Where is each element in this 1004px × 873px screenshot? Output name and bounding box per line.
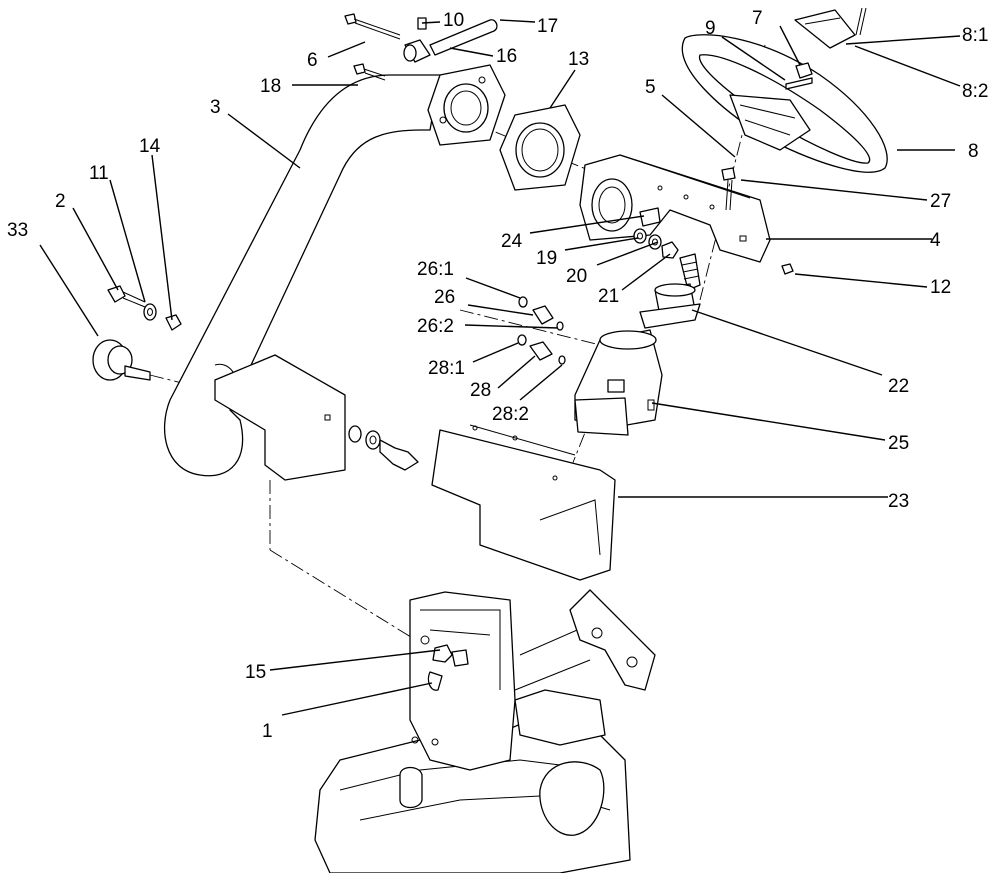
callout-8-1: 8:1	[962, 25, 988, 46]
hex-nut-15	[432, 644, 469, 667]
callout-26-1: 26:1	[417, 259, 454, 280]
cap-8-2	[794, 9, 856, 49]
callout-19: 19	[536, 248, 557, 269]
steering-wheel-8	[681, 34, 888, 173]
washer-11	[143, 303, 157, 321]
set-screw-10	[417, 17, 427, 30]
cover-23	[431, 424, 616, 581]
callout-5: 5	[645, 77, 656, 98]
callout-21: 21	[598, 286, 619, 307]
steering-bracket-4	[579, 154, 771, 263]
mount-plate-lower	[214, 354, 346, 481]
bushing-16	[403, 39, 431, 63]
nut-7	[795, 62, 813, 79]
washer-19	[633, 228, 647, 244]
callout-10: 10	[443, 10, 464, 31]
callout-26: 26	[434, 287, 455, 308]
callout-22: 22	[888, 376, 909, 397]
leader-lines	[39, 19, 961, 716]
nut-12	[781, 263, 794, 275]
callout-2: 2	[55, 191, 66, 212]
callout-33: 33	[7, 220, 28, 241]
callout-28-1: 28:1	[428, 358, 465, 379]
steering-valve-25	[574, 329, 663, 436]
bolt-2	[107, 285, 146, 308]
callout-4: 4	[930, 230, 941, 251]
callout-labels: 1 2 3 4 5 6 7 8 8:1 8:2 9 10 11 12 13 14…	[7, 8, 988, 742]
frame-assembly	[314, 589, 656, 873]
callout-12: 12	[930, 277, 951, 298]
callout-16: 16	[496, 46, 517, 67]
callout-3: 3	[210, 97, 221, 118]
callout-28: 28	[470, 380, 491, 401]
callout-13: 13	[568, 49, 589, 70]
callout-7: 7	[752, 8, 763, 29]
o-ring-26-2	[556, 321, 564, 331]
callout-9: 9	[705, 18, 716, 39]
flange-plate-13	[499, 104, 581, 191]
callout-14: 14	[139, 136, 161, 157]
callout-11: 11	[89, 163, 109, 184]
lower-washers-bolt	[348, 425, 419, 471]
bolt-18	[353, 63, 386, 81]
bolt-6	[344, 13, 401, 40]
callout-18: 18	[260, 76, 281, 97]
washer-20	[648, 234, 662, 250]
o-ring-28-2	[558, 355, 566, 365]
callout-6: 6	[307, 50, 318, 71]
fitting-28	[529, 341, 553, 361]
pin-17	[429, 19, 498, 56]
callout-27: 27	[930, 191, 951, 212]
bracket-flange	[427, 64, 506, 146]
knob-33	[92, 339, 151, 381]
washer-9	[785, 77, 813, 90]
switch-24	[639, 207, 661, 227]
o-ring-26-1	[518, 296, 528, 308]
callout-8-2: 8:2	[962, 81, 988, 102]
o-ring-28-1	[517, 334, 527, 346]
callout-25: 25	[888, 433, 909, 454]
steering-shaft-22	[639, 253, 701, 329]
callout-26-2: 26:2	[417, 316, 454, 337]
fitting-26	[532, 305, 554, 325]
callout-20: 20	[566, 266, 587, 287]
cotter-pin-1	[427, 671, 443, 691]
callout-1: 1	[262, 721, 273, 742]
callout-23: 23	[888, 491, 909, 512]
bolt-27	[721, 167, 736, 211]
callout-15: 15	[245, 662, 266, 683]
nut-14	[165, 314, 182, 331]
callout-28-2: 28:2	[492, 404, 529, 425]
screw-8-1	[855, 7, 867, 36]
callout-24: 24	[501, 231, 523, 252]
callout-8: 8	[968, 141, 979, 162]
callout-17: 17	[537, 16, 558, 37]
nut-21	[661, 241, 679, 259]
